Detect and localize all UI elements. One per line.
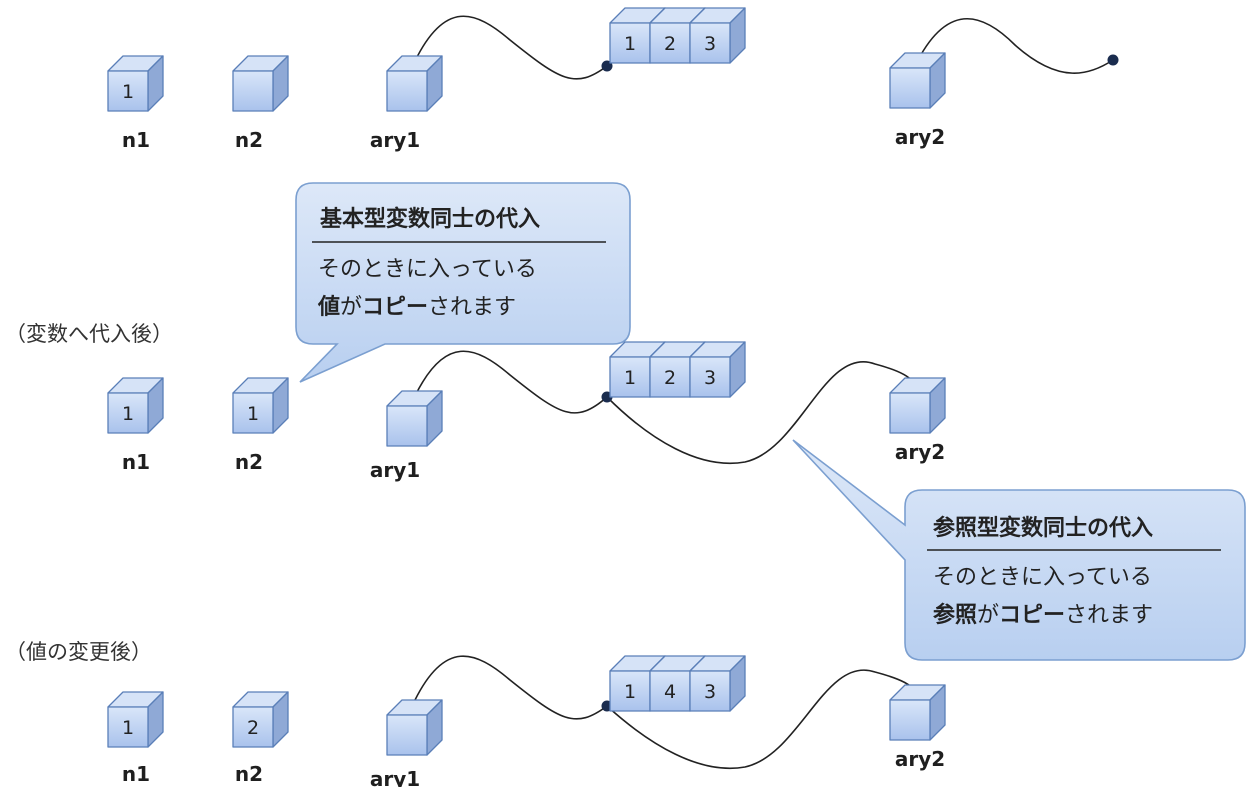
- array-cell-0: 1: [624, 33, 636, 55]
- callout-primitive-bold-copy: コピー: [362, 295, 428, 320]
- label-n2: n2: [235, 762, 263, 786]
- callout-primitive-line2: 値がコピーされます: [317, 295, 516, 320]
- callout-primitive-end: されます: [428, 295, 516, 320]
- cube-n1: 1: [107, 377, 164, 434]
- cube-ary1: [386, 55, 443, 112]
- label-n2: n2: [235, 450, 263, 474]
- cube-front-face: [107, 70, 149, 112]
- callout-primitive-bold-value: 値: [317, 295, 340, 320]
- array-cell-2: 3: [704, 33, 716, 55]
- cube-front-face: [107, 392, 149, 434]
- cube-front-face: [689, 670, 731, 712]
- cube-front-face: [689, 22, 731, 64]
- section-caption-after-change: （値の変更後）: [5, 640, 152, 664]
- callout-reference-bold-copy: コピー: [999, 603, 1065, 628]
- callout-reference-particle: が: [977, 603, 999, 628]
- cube-front-face: [232, 392, 274, 434]
- ref-line-ary1: [414, 15, 608, 80]
- label-ary2: ary2: [895, 125, 945, 149]
- cube-n1: 1: [107, 55, 164, 112]
- cube-n2-value: 2: [247, 717, 259, 739]
- ref-dot-ary2-null: [1107, 54, 1119, 66]
- callout-reference: 参照型変数同士の代入 そのときに入っている 参照がコピーされます: [792, 439, 1246, 661]
- callout-reference-bold-ref: 参照: [933, 602, 977, 628]
- ref-line-ary1: [414, 655, 608, 720]
- ref-line-ary2: [606, 360, 919, 464]
- cube-front-face: [889, 699, 931, 741]
- section-after-change: 1 n1 2 n2 ary1 1 4 3 ary2: [107, 655, 946, 787]
- callout-primitive-shape: [295, 182, 631, 383]
- label-ary1: ary1: [370, 458, 420, 482]
- array-cell-0: 1: [624, 681, 636, 703]
- array-cell-1: 4: [664, 681, 676, 703]
- array-cell-1: 2: [664, 367, 676, 389]
- array-object: 1 4 3: [609, 655, 746, 712]
- cube-front-face: [889, 392, 931, 434]
- label-ary2: ary2: [895, 440, 945, 464]
- callout-primitive-particle: が: [340, 295, 362, 320]
- section-after-assign: 1 n1 1 n2 ary1 1 2 3 ary2: [107, 341, 946, 482]
- array-cell-2: 3: [704, 367, 716, 389]
- label-ary1: ary1: [370, 767, 420, 787]
- cube-ary2: [889, 377, 946, 434]
- cube-front-face: [386, 405, 428, 447]
- label-ary1: ary1: [370, 128, 420, 152]
- callout-reference-line2: 参照がコピーされます: [933, 602, 1153, 628]
- array-cell-0: 1: [624, 367, 636, 389]
- cube-n1: 1: [107, 691, 164, 748]
- label-n1: n1: [122, 762, 150, 786]
- ref-line-ary2: [606, 669, 919, 769]
- array-object: 1 2 3: [609, 341, 746, 398]
- label-n1: n1: [122, 128, 150, 152]
- array-cell-1: 2: [664, 33, 676, 55]
- section-initial: 1 n1 n2 ary1 1 2 3 ary2: [107, 7, 1119, 152]
- cube-front-face: [889, 67, 931, 109]
- callout-primitive-title: 基本型変数同士の代入: [320, 206, 540, 232]
- cube-ary1: [386, 699, 443, 756]
- ref-line-ary1: [414, 350, 608, 414]
- cube-n2: 1: [232, 377, 289, 434]
- label-ary2: ary2: [895, 747, 945, 771]
- cube-front-face: [232, 70, 274, 112]
- cube-front-face: [107, 706, 149, 748]
- cube-ary2: [889, 684, 946, 741]
- callout-reference-line1: そのときに入っている: [933, 565, 1152, 590]
- cube-front-face: [386, 70, 428, 112]
- cube-n1-value: 1: [122, 717, 134, 739]
- cube-n2-value: 1: [247, 403, 259, 425]
- cube-front-face: [689, 356, 731, 398]
- array-cell-2: 3: [704, 681, 716, 703]
- cube-n1-value: 1: [122, 81, 134, 103]
- section-caption-after-assign: （変数へ代入後）: [5, 322, 173, 346]
- cube-ary1: [386, 390, 443, 447]
- label-n1: n1: [122, 450, 150, 474]
- callout-reference-title: 参照型変数同士の代入: [933, 515, 1153, 541]
- ref-line-ary2: [917, 18, 1114, 74]
- cube-front-face: [386, 714, 428, 756]
- array-object: 1 2 3: [609, 7, 746, 64]
- label-n2: n2: [235, 128, 263, 152]
- callout-reference-end: されます: [1065, 603, 1153, 628]
- callout-primitive-line1: そのときに入っている: [318, 257, 537, 282]
- callout-primitive: 基本型変数同士の代入 そのときに入っている 値がコピーされます: [295, 182, 631, 383]
- cube-n2: [232, 55, 289, 112]
- cube-n2: 2: [232, 691, 289, 748]
- cube-ary2: [889, 52, 946, 109]
- cube-n1-value: 1: [122, 403, 134, 425]
- cube-front-face: [232, 706, 274, 748]
